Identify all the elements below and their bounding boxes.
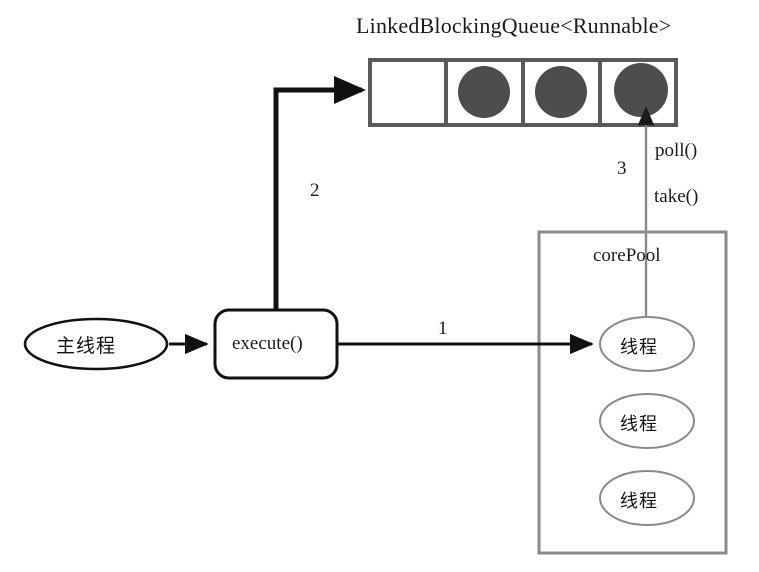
execute-label: execute(): [232, 333, 303, 354]
queue-box: [368, 58, 678, 127]
edge-label-step-2: 2: [310, 180, 320, 201]
queue-task-circle-2: [535, 66, 587, 118]
thread-label-1: 线程: [620, 414, 658, 435]
queue-task-circle-1: [458, 66, 510, 118]
core-pool-border: [537, 230, 728, 555]
core-pool-label: corePool: [593, 245, 661, 266]
edge-2-path: [273, 76, 367, 310]
thread-ellipse-2: [599, 470, 695, 526]
edge-label-step-1: 1: [438, 318, 448, 339]
thread-ellipse-1: [599, 393, 695, 449]
thread-label-0: 线程: [620, 337, 658, 358]
queue-title: LinkedBlockingQueue<Runnable>: [356, 13, 672, 38]
main-thread-ellipse: [23, 317, 169, 371]
poll-method-label: poll(): [655, 140, 698, 161]
thread-label-2: 线程: [620, 491, 658, 512]
thread-ellipse-0: [599, 316, 695, 372]
edge-label-step-3: 3: [617, 158, 627, 179]
take-method-label: take(): [654, 186, 699, 207]
main-thread-label: 主线程: [56, 335, 117, 357]
core-pool-box: [537, 230, 728, 555]
edge-execute-to-queue: [273, 76, 367, 310]
queue-task-circle-3: [614, 63, 668, 117]
